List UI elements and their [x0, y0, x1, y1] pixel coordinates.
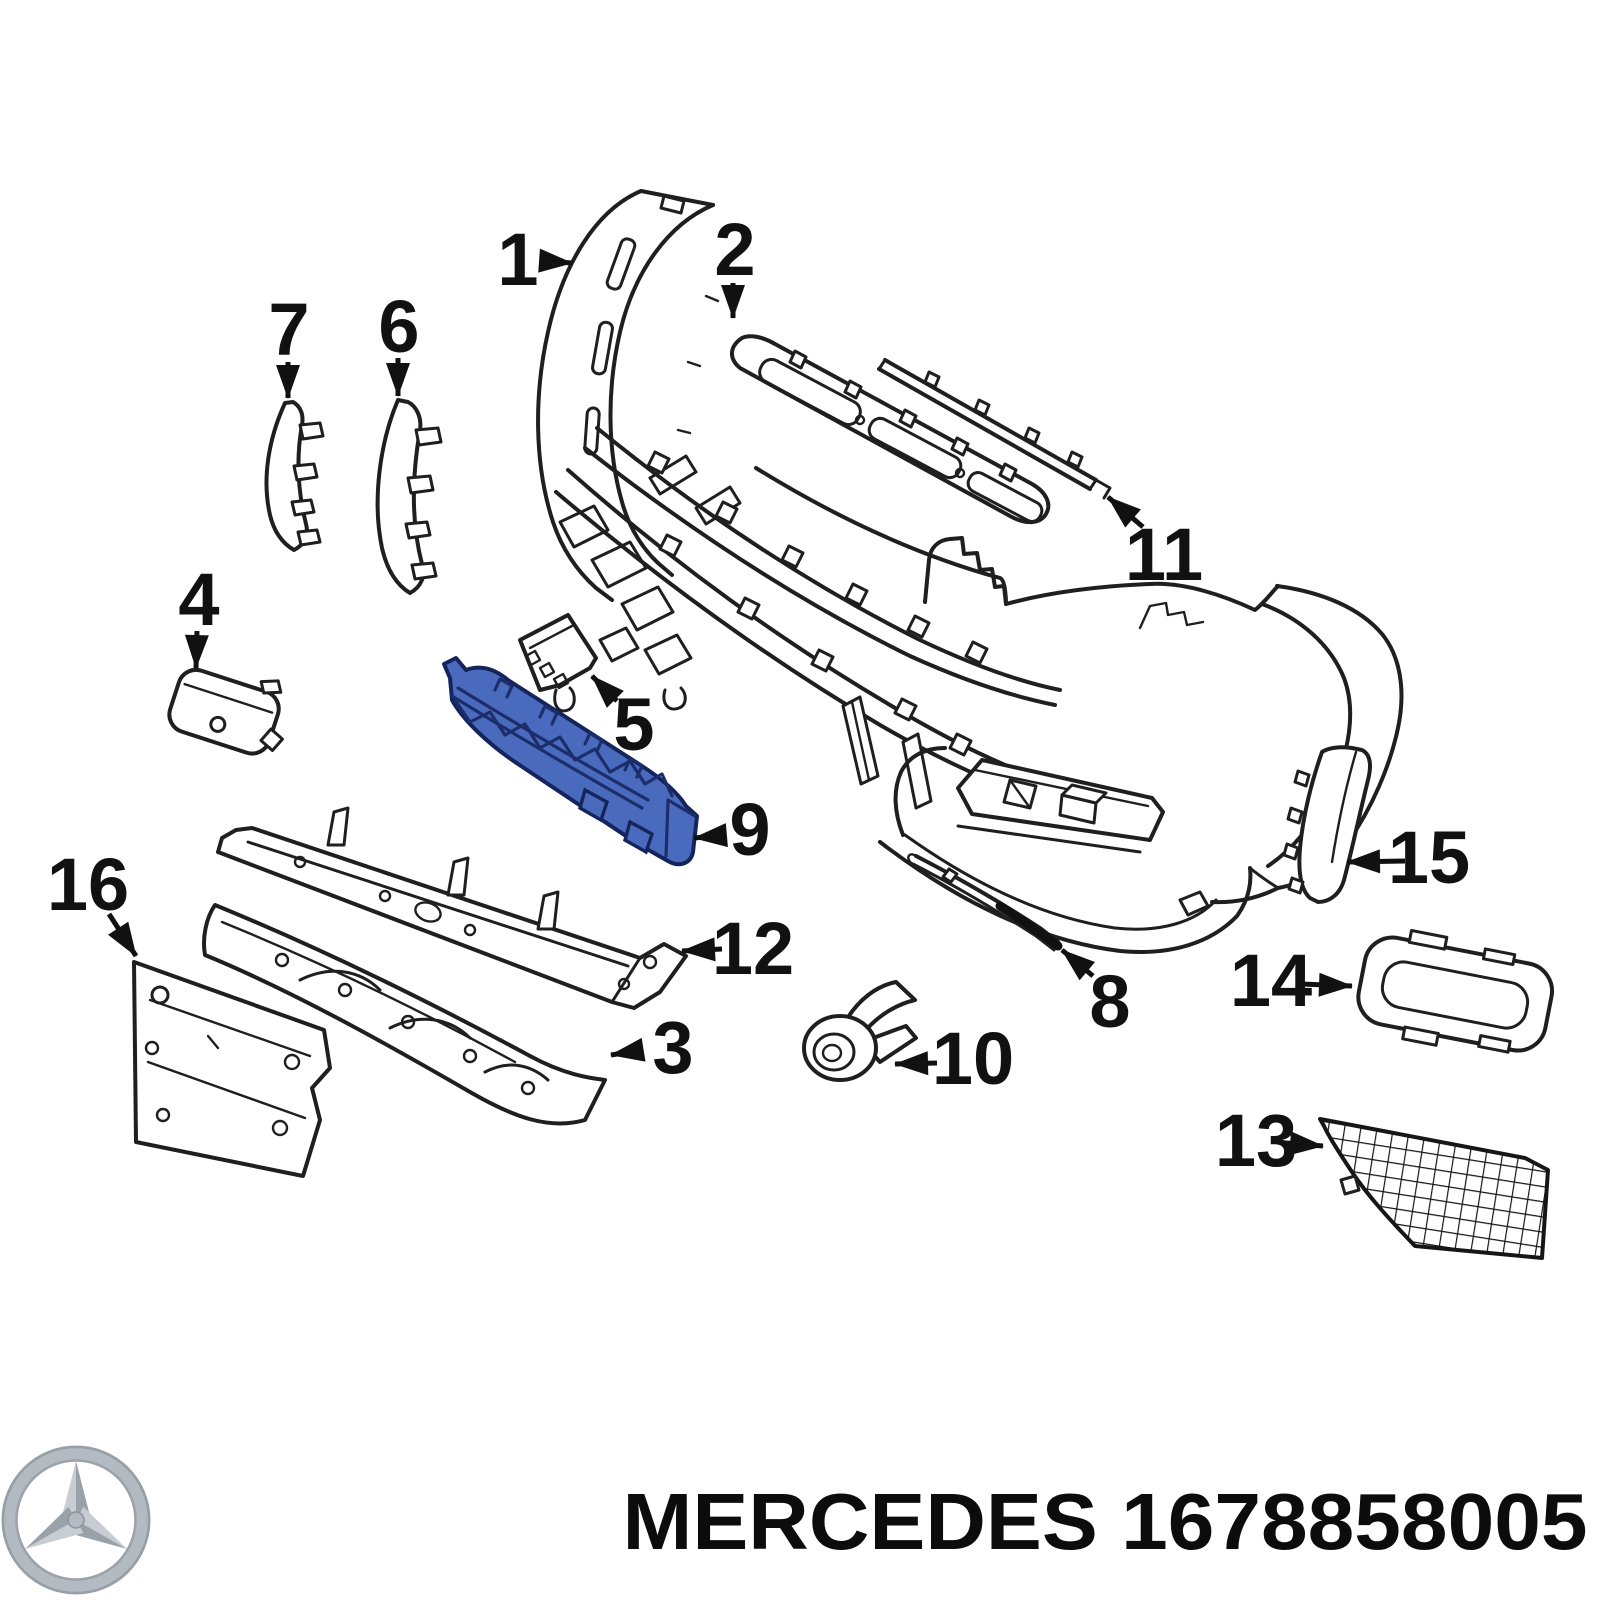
part-number-label-16: 16 — [47, 843, 129, 926]
part-number-label-8: 8 — [1089, 960, 1130, 1043]
callout-1: 1 — [497, 218, 573, 301]
part-number-label-5: 5 — [613, 683, 654, 766]
footer-part-label: MERCEDES 1678858005 — [623, 1477, 1588, 1566]
part-1-bumper-cover — [536, 189, 1404, 954]
callout-6: 6 — [378, 285, 420, 397]
part-5-sensor-bracket — [518, 613, 598, 713]
part-number-label-10: 10 — [932, 1017, 1014, 1100]
part-11-molding-strip — [877, 358, 1112, 500]
mercedes-star-icon — [1, 1445, 151, 1595]
callout-2: 2 — [714, 208, 756, 319]
part-7-molding-strip — [264, 400, 325, 552]
part-14-fog-lamp-bezel — [1356, 929, 1555, 1054]
part-13-mesh-grille — [1318, 1117, 1550, 1260]
callout-10: 10 — [894, 1017, 1014, 1100]
callout-4: 4 — [178, 558, 220, 669]
part-3-lower-trim — [202, 903, 607, 1126]
part-number-label-12: 12 — [712, 907, 794, 990]
callout-7: 7 — [268, 288, 310, 399]
part-8-trim-strip — [907, 853, 1063, 952]
part-number-label-9: 9 — [729, 788, 770, 871]
part-number-label-7: 7 — [268, 288, 309, 371]
part-number-label-4: 4 — [178, 558, 219, 641]
callout-5: 5 — [590, 674, 655, 766]
part-number-label-2: 2 — [714, 208, 755, 291]
part-number-label-15: 15 — [1388, 816, 1470, 899]
part-12-reinforcement-bar — [216, 806, 688, 1010]
part-16-license-plate-bracket — [132, 960, 332, 1178]
callout-13: 13 — [1215, 1099, 1324, 1182]
part-2-grille-molding — [730, 334, 1051, 525]
callout-3: 3 — [610, 1006, 694, 1089]
callout-8: 8 — [1060, 948, 1131, 1043]
part-number-label-3: 3 — [652, 1006, 693, 1089]
callout-12: 12 — [681, 907, 794, 990]
part-number-label-6: 6 — [378, 285, 419, 368]
callout-14: 14 — [1230, 939, 1353, 1022]
part-number-label-1: 1 — [497, 218, 538, 301]
callout-9: 9 — [693, 788, 771, 871]
part-4-washer-cover — [167, 667, 284, 756]
part-number-label-11: 11 — [1125, 513, 1203, 596]
part-6-molding-strip — [375, 398, 443, 595]
part-15-corner-trim — [1282, 745, 1372, 904]
part-number-label-13: 13 — [1215, 1099, 1297, 1182]
callout-11: 11 — [1106, 495, 1203, 596]
part-10-camera — [802, 980, 918, 1082]
part-9-impact-absorber-highlighted — [442, 656, 699, 867]
part-number-label-14: 14 — [1230, 939, 1312, 1022]
callout-16: 16 — [47, 843, 139, 958]
callout-15: 15 — [1346, 816, 1470, 899]
